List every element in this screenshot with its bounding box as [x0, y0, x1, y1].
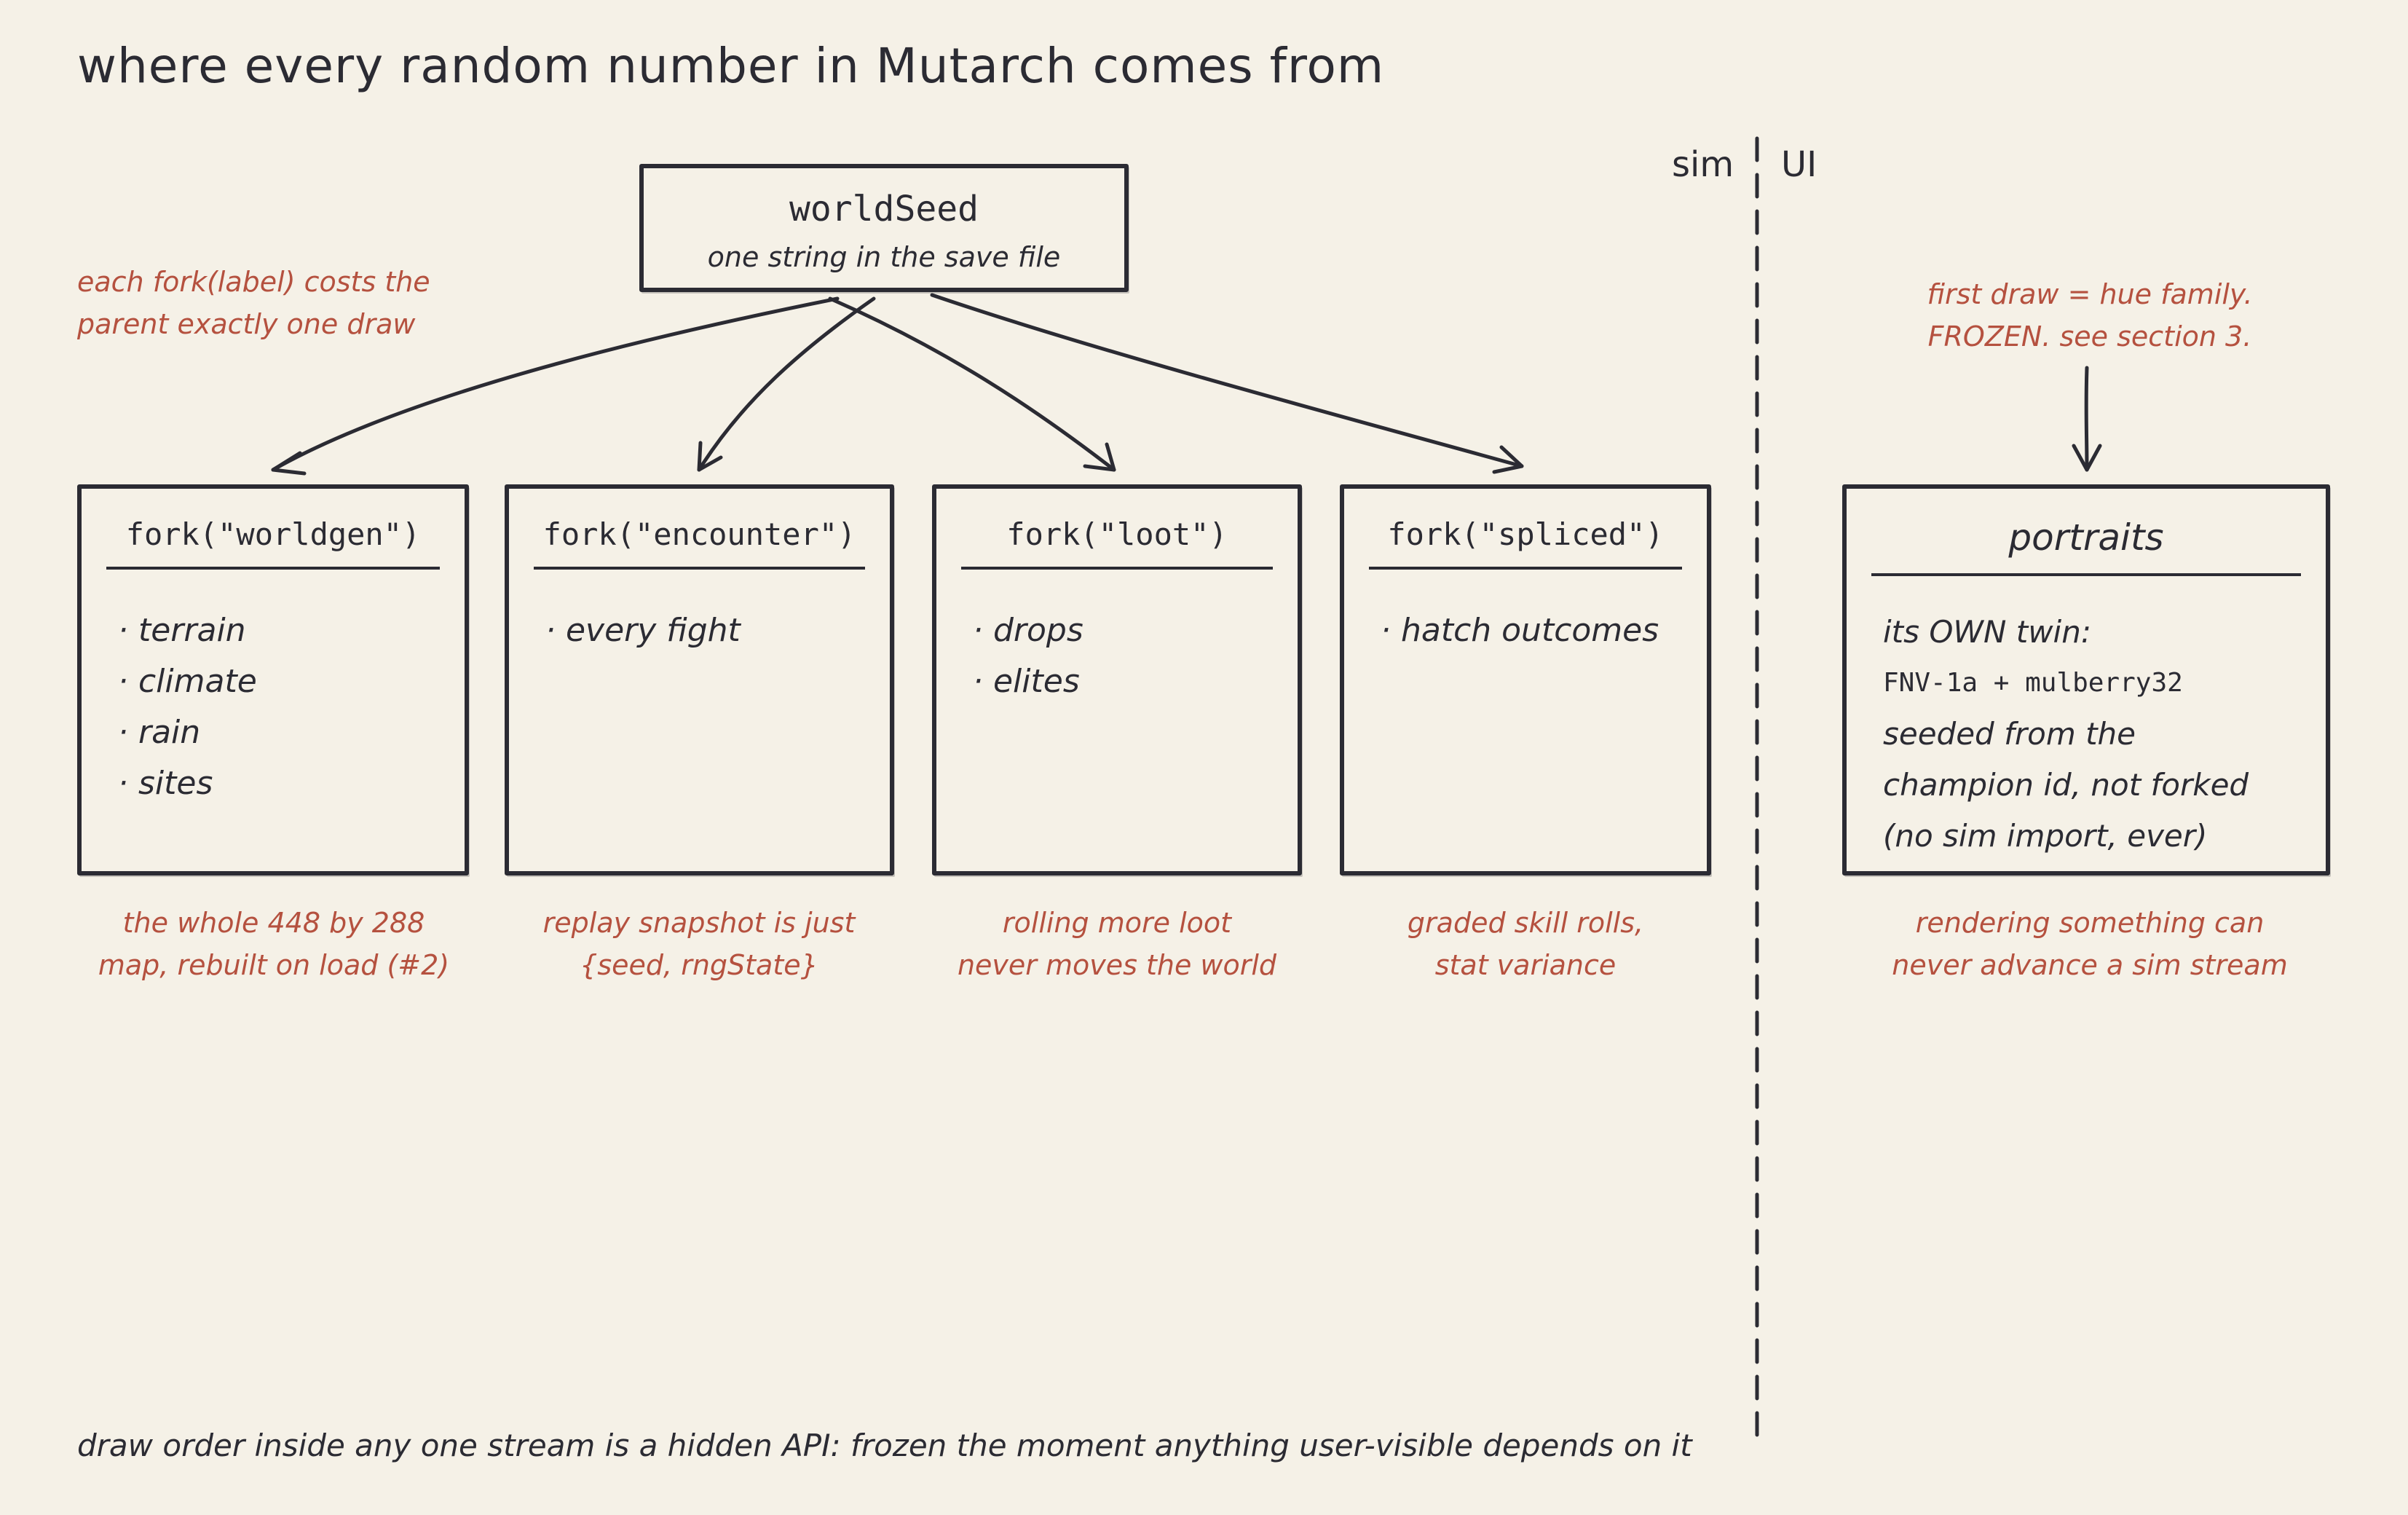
fork-encounter-label: fork("encounter") [534, 516, 865, 570]
note-line: never advance a sim stream [1892, 949, 2288, 981]
fork-spliced-note: graded skill rolls, stat variance [1292, 902, 1758, 986]
arrow-to-worldgen [271, 296, 840, 472]
note-line: stat variance [1434, 949, 1616, 981]
fork-worldgen-note: the whole 448 by 288 map, rebuilt on loa… [41, 902, 507, 986]
portraits-title: portraits [1871, 516, 2301, 576]
fork-cost-note-line: each fork(label) costs the [77, 266, 430, 298]
list-item: · terrain [118, 612, 246, 649]
fork-cost-note: each fork(label) costs the parent exactl… [77, 261, 430, 345]
footer-note: draw order inside any one stream is a hi… [77, 1428, 1692, 1463]
fork-worldgen-box: fork("worldgen") · terrain · climate · r… [77, 484, 469, 875]
fork-encounter-note: replay snapshot is just {seed, rngState} [466, 902, 932, 986]
list-item: · climate [118, 663, 257, 700]
list-item: · rain [118, 714, 201, 751]
portraits-line: (no sim import, ever) [1883, 818, 2208, 854]
list-item: · every fight [545, 612, 741, 649]
arrow-to-spliced [930, 293, 1524, 468]
fork-spliced-label: fork("spliced") [1369, 516, 1682, 570]
arrow-head-worldgen [271, 451, 307, 476]
portraits-line: champion id, not forked [1883, 767, 2249, 803]
world-seed-box: worldSeed one string in the save file [639, 164, 1129, 292]
ui-label: UI [1781, 144, 1817, 185]
arrow-to-loot [828, 296, 1116, 472]
portraits-box: portraits its OWN twin: FNV-1a + mulberr… [1842, 484, 2330, 875]
note-line: the whole 448 by 288 [122, 907, 425, 939]
world-seed-subtitle: one string in the save file [707, 241, 1061, 273]
portraits-top-note-line: FROZEN. see section 3. [1927, 320, 2252, 353]
fork-loot-items: · drops · elites [973, 605, 1083, 707]
fork-cost-note-line: parent exactly one draw [77, 308, 416, 340]
list-item: · elites [973, 663, 1080, 700]
arrow-head-portraits [2072, 444, 2102, 472]
fork-spliced-box: fork("spliced") · hatch outcomes [1340, 484, 1711, 875]
sim-label: sim [1672, 144, 1734, 185]
list-item: · hatch outcomes [1381, 612, 1659, 649]
arrow-head-encounter [697, 441, 723, 472]
arrow-head-loot [1083, 442, 1116, 472]
list-item: · sites [118, 765, 213, 802]
portraits-top-note-line: first draw = hue family. [1927, 278, 2253, 310]
fork-worldgen-items: · terrain · climate · rain · sites [118, 605, 257, 809]
fork-loot-note: rolling more loot never moves the world [884, 902, 1350, 986]
note-line: never moves the world [957, 949, 1277, 981]
note-line: {seed, rngState} [580, 949, 818, 981]
fork-loot-box: fork("loot") · drops · elites [932, 484, 1302, 875]
portraits-top-note: first draw = hue family. FROZEN. see sec… [1806, 273, 2374, 358]
fork-encounter-box: fork("encounter") · every fight [505, 484, 894, 875]
arrow-head-spliced [1492, 445, 1524, 474]
portraits-line: seeded from the [1883, 716, 2136, 752]
arrow-to-portraits [2084, 366, 2089, 472]
portraits-hash-line: FNV-1a + mulberry32 [1883, 668, 2183, 698]
arrow-to-encounter [697, 296, 876, 472]
world-seed-label: worldSeed [789, 189, 979, 229]
note-line: replay snapshot is just [542, 907, 856, 939]
portraits-line: its OWN twin: [1883, 614, 2091, 650]
fork-worldgen-label: fork("worldgen") [106, 516, 440, 570]
fork-loot-label: fork("loot") [961, 516, 1273, 570]
fork-spliced-items: · hatch outcomes [1381, 605, 1659, 656]
portraits-body: its OWN twin: FNV-1a + mulberry32 seeded… [1883, 607, 2249, 862]
note-line: graded skill rolls, [1407, 907, 1644, 939]
note-line: map, rebuilt on load (#2) [98, 949, 450, 981]
fork-encounter-items: · every fight [545, 605, 741, 656]
list-item: · drops [973, 612, 1083, 649]
portraits-note: rendering something can never advance a … [1806, 902, 2374, 986]
diagram-title: where every random number in Mutarch com… [77, 38, 1385, 94]
note-line: rolling more loot [1002, 907, 1232, 939]
note-line: rendering something can [1915, 907, 2265, 939]
